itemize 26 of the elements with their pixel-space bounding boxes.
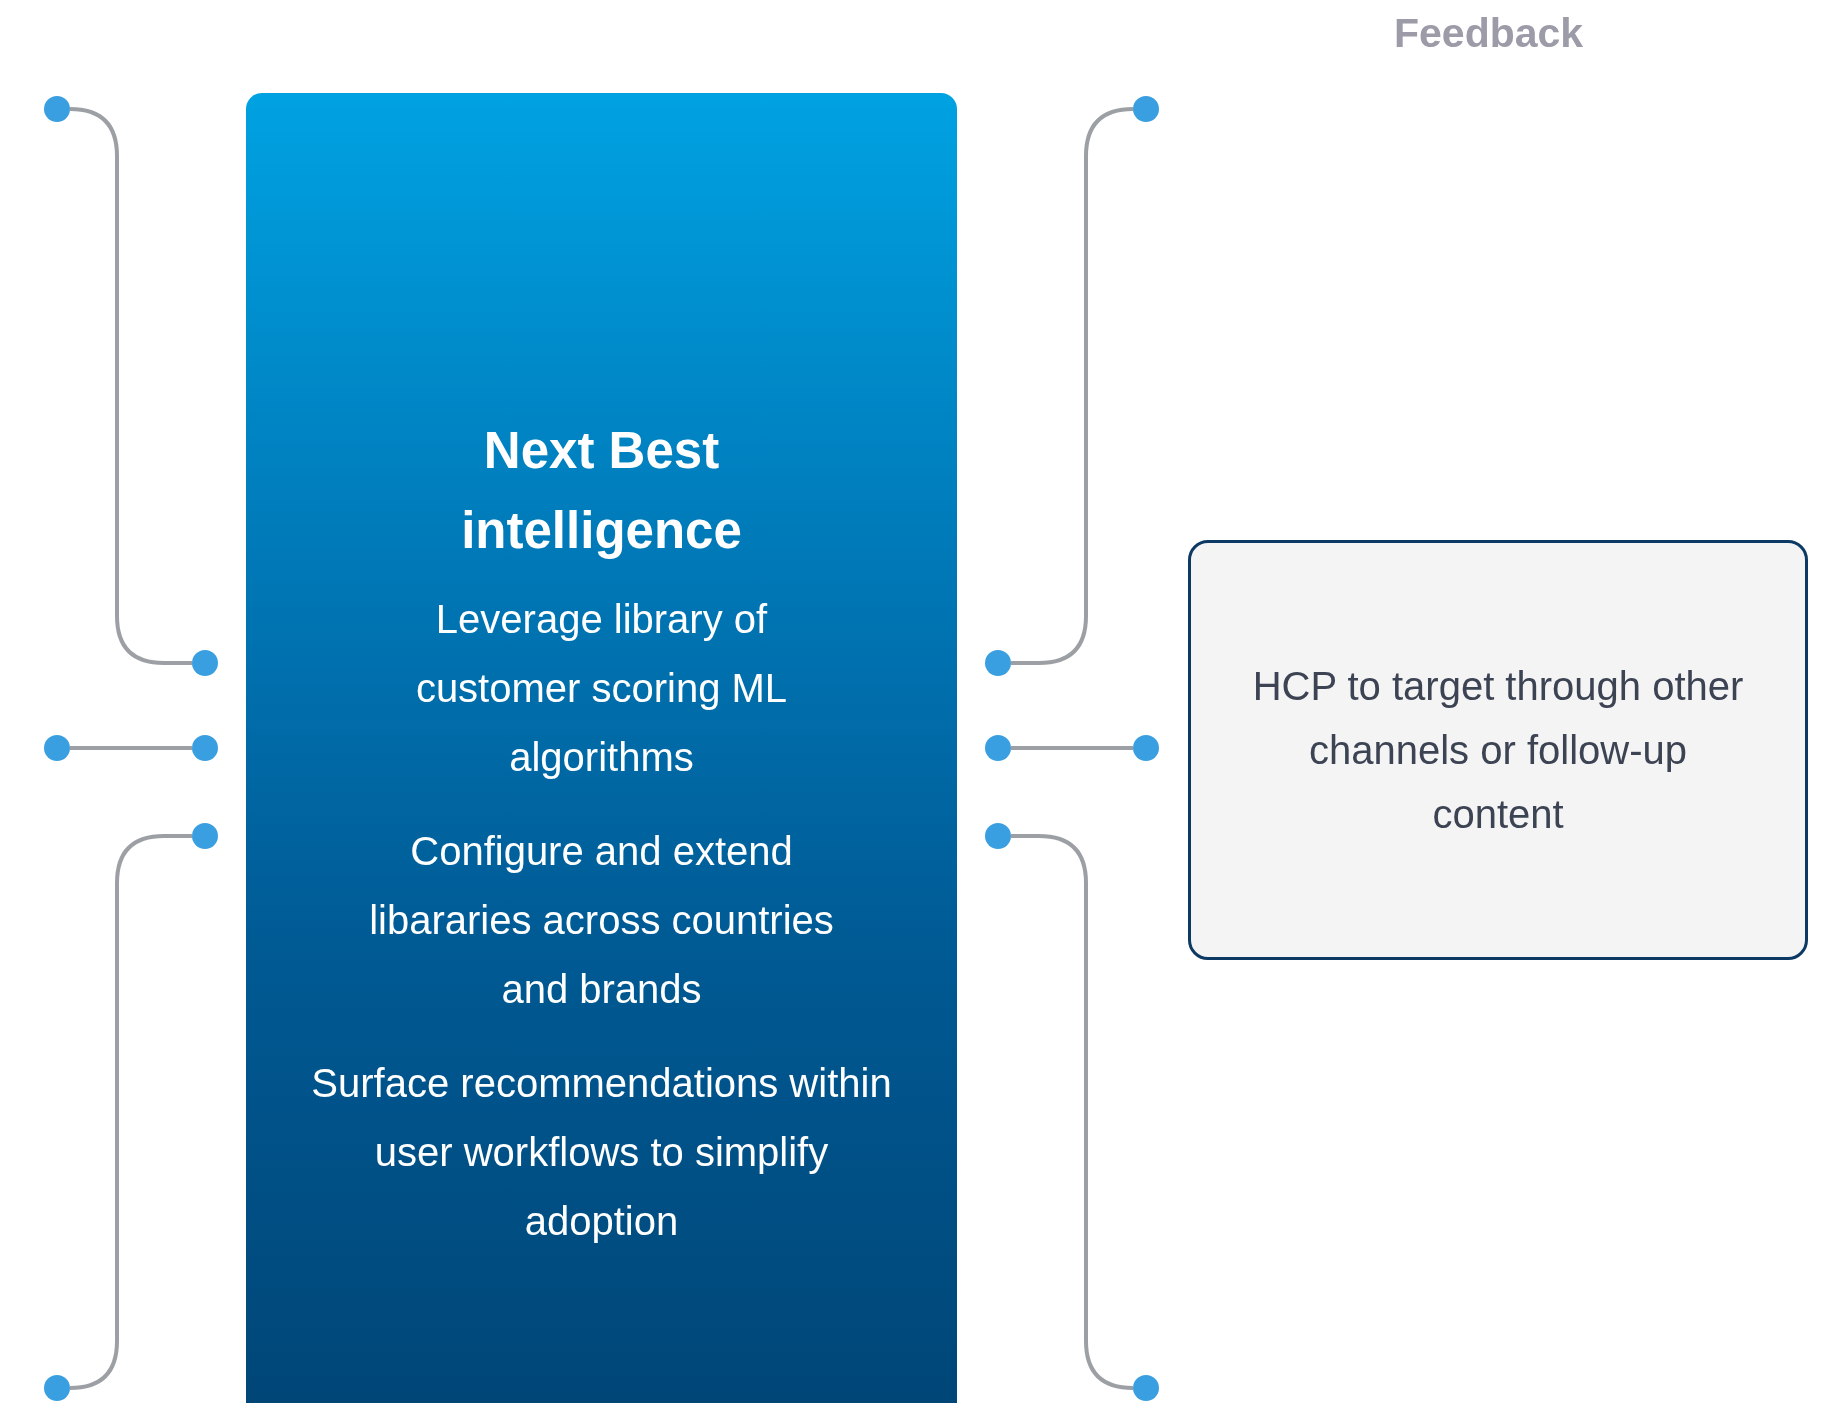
- connector-dot: [44, 735, 70, 761]
- connector-dot: [192, 735, 218, 761]
- output-box: [1188, 540, 1808, 960]
- feature-text: Leverage library of customer scoring ML algorithms: [414, 596, 789, 781]
- connector-dot: [192, 823, 218, 849]
- connector-dot: [44, 96, 70, 122]
- connector-line: [1011, 107, 1135, 665]
- connector-dot: [192, 650, 218, 676]
- section-label: Feedback: [1394, 10, 1584, 57]
- connector-line: [1011, 746, 1133, 750]
- feature-text: Surface recommendations within user workflows to simplify adoption: [310, 1060, 893, 1245]
- connector-line: [1011, 834, 1135, 1390]
- intelligence-panel: [246, 93, 957, 1403]
- connector-line: [68, 834, 192, 1390]
- connector-dot: [985, 650, 1011, 676]
- panel-title: Next Best intelligence: [460, 421, 743, 561]
- connector-dot: [44, 1375, 70, 1401]
- connector-line: [70, 746, 192, 750]
- output-text: HCP to target through other channels or follow-up content: [1251, 663, 1745, 838]
- feature-text: Configure and extend libararies across countries and brands: [368, 828, 835, 1013]
- connector-dot: [1133, 1375, 1159, 1401]
- connector-dot: [985, 735, 1011, 761]
- connector-dot: [1133, 96, 1159, 122]
- connector-line: [68, 107, 192, 665]
- connector-dot: [1133, 735, 1159, 761]
- connector-dot: [985, 823, 1011, 849]
